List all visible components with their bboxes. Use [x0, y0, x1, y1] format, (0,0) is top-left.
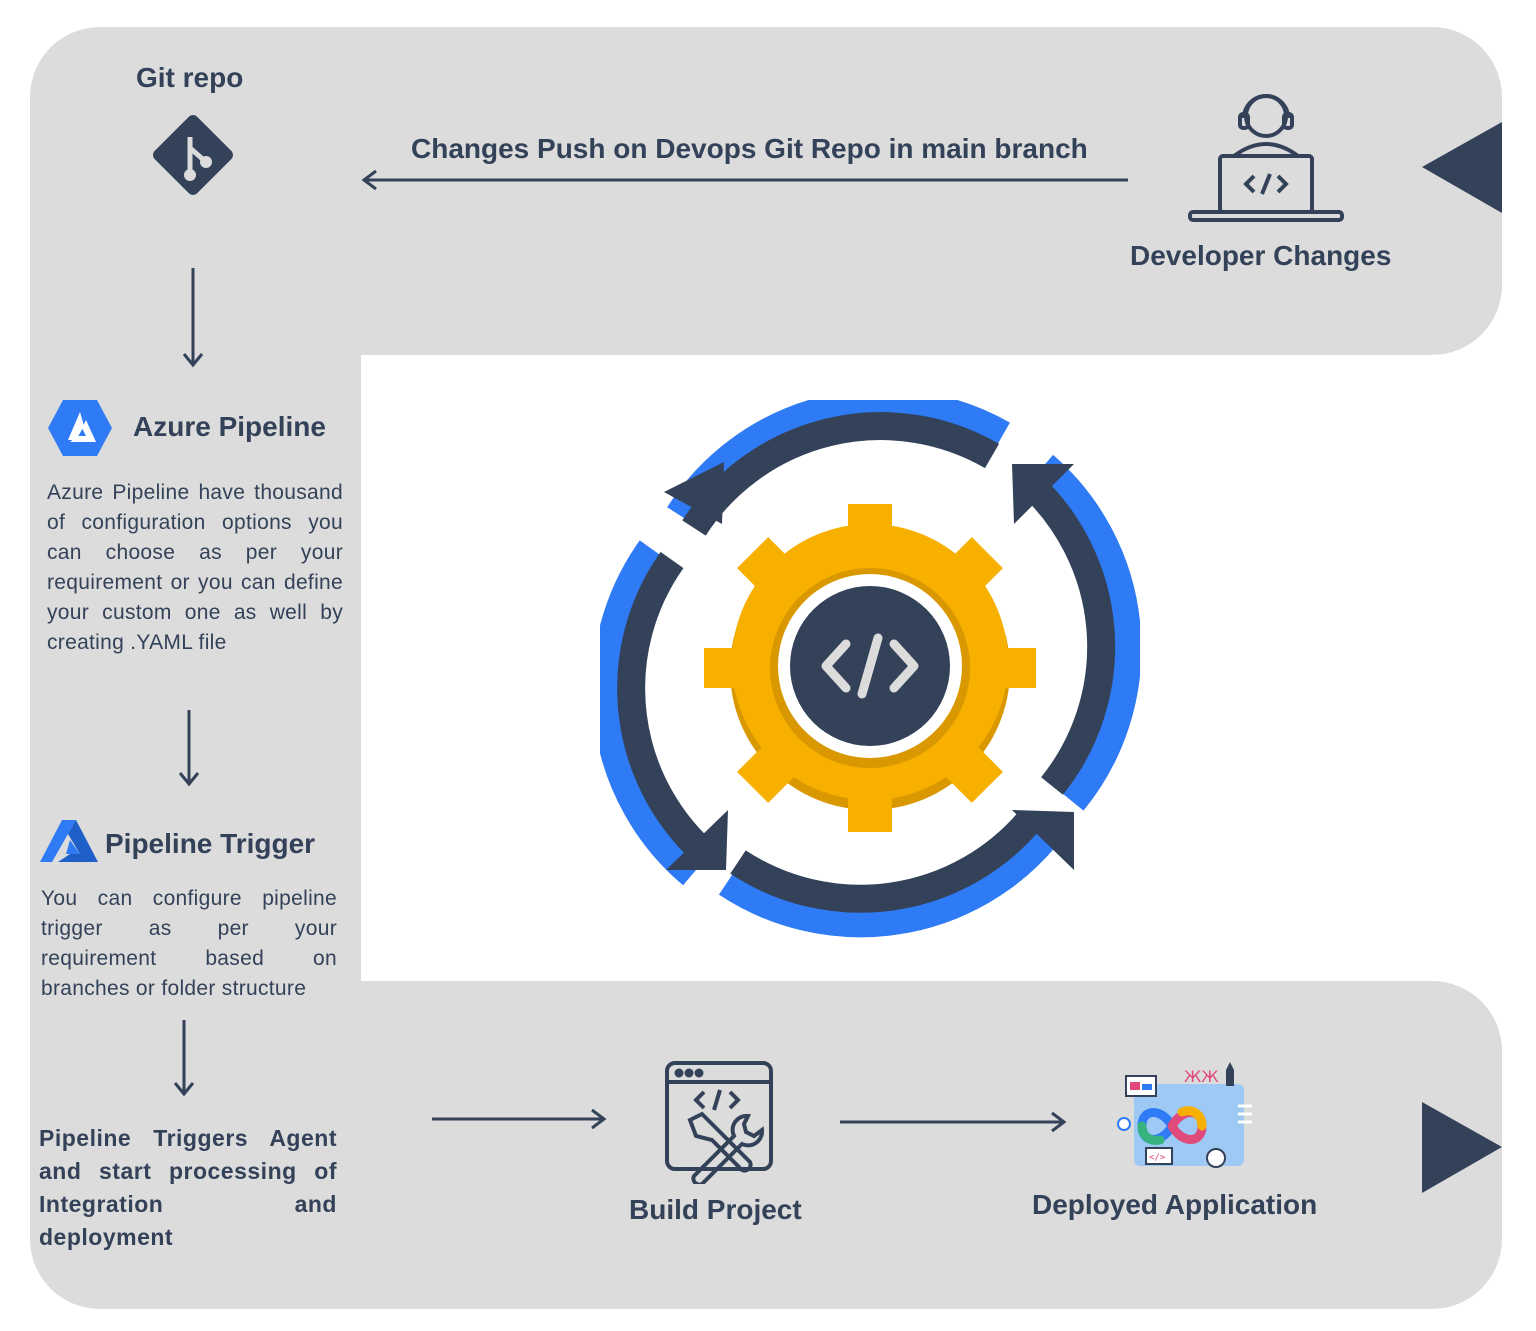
down-arrow-3 [173, 1020, 195, 1097]
devops-cycle-gear-icon [600, 400, 1140, 938]
azure-pipeline-title: Azure Pipeline [133, 411, 326, 442]
azure-hexagon-icon [48, 400, 112, 456]
azure-logo-icon [40, 820, 98, 862]
deployed-application-title: Deployed Application [1032, 1189, 1318, 1220]
arrow-to-deploy [840, 1111, 1067, 1133]
git-icon [153, 115, 233, 195]
svg-text:</>: </> [1149, 1153, 1166, 1163]
bottom-right-triangle [1422, 1102, 1502, 1193]
developer-laptop-icon [1188, 94, 1344, 222]
azure-pipeline-description: Azure Pipeline have thousand of configur… [47, 481, 343, 654]
svg-text:ЖЖ: ЖЖ [1184, 1067, 1218, 1086]
pipeline-trigger-title: Pipeline Trigger [105, 828, 316, 859]
developer-changes-title: Developer Changes [1130, 240, 1392, 271]
down-arrow-2 [178, 710, 200, 787]
bottom-panel [30, 981, 1502, 1309]
git-repo-title: Git repo [136, 62, 244, 93]
build-project-title: Build Project [629, 1194, 802, 1225]
pipeline-trigger-description: You can configure pipeline trigger as pe… [41, 887, 337, 1000]
agent-text: Pipeline Triggers Agent and start proces… [39, 1125, 337, 1250]
top-right-triangle [1422, 122, 1502, 213]
down-arrow-1 [182, 268, 204, 368]
push-arrow [361, 169, 1128, 191]
arrow-to-build [432, 1108, 607, 1130]
build-tools-icon [665, 1061, 773, 1184]
devops-infinity-icon: ЖЖ </> [1117, 1062, 1252, 1168]
push-label: Changes Push on Devops Git Repo in main … [411, 133, 1088, 164]
